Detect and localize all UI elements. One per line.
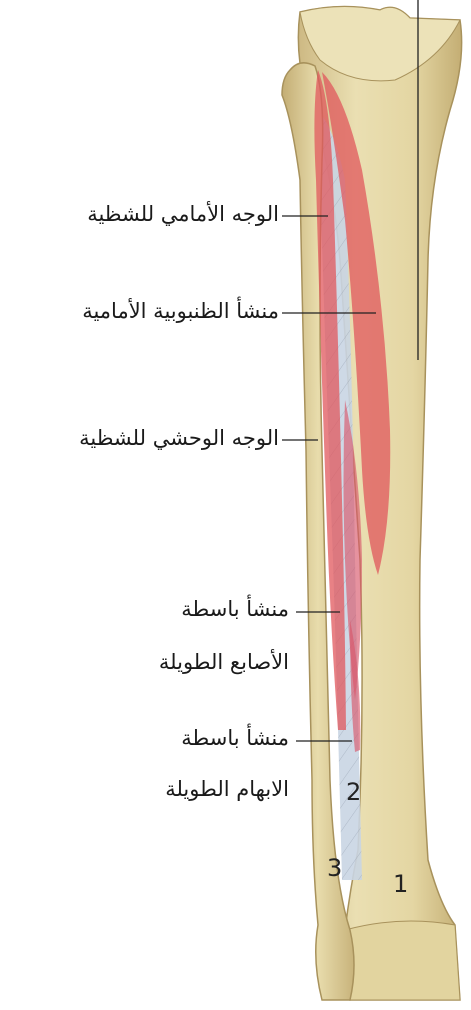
tibia-distal	[345, 921, 460, 1000]
label-edl-line1: منشأ باسطة	[181, 599, 289, 620]
label-anterior-fibula: الوجه الأمامي للشظية	[87, 204, 279, 225]
number-1: 1	[393, 872, 408, 896]
label-edl-line2: الأصابع الطويلة	[159, 652, 289, 673]
label-ehl-line1: منشأ باسطة	[181, 728, 289, 749]
number-3: 3	[327, 856, 342, 880]
label-lateral-fibula: الوجه الوحشي للشظية	[79, 428, 279, 449]
number-2: 2	[346, 780, 361, 804]
label-tibialis-anterior-origin: منشأ الظنبوبية الأمامية	[82, 301, 279, 322]
label-ehl-line2: الابهام الطويلة	[165, 779, 289, 800]
